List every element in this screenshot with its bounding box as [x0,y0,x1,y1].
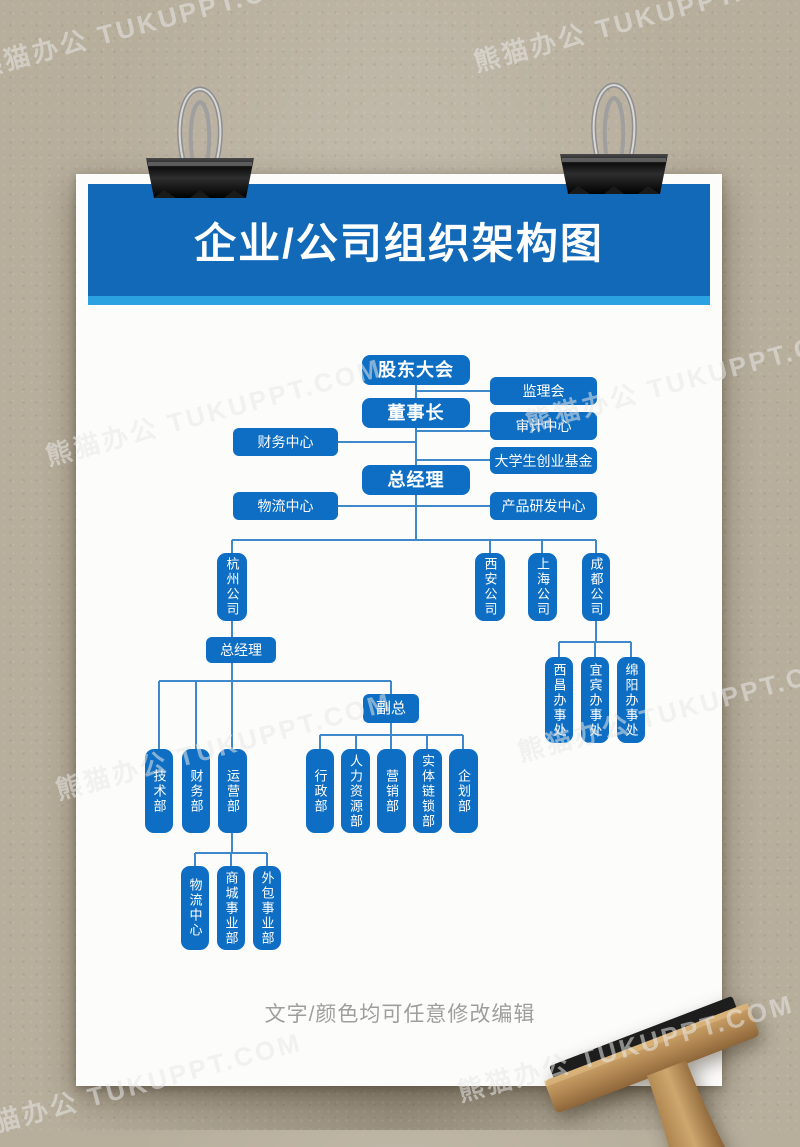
org-node-yibin-office: 宜宾办事处 [581,657,609,743]
org-node-finance-center: 财务中心 [233,428,338,456]
binder-clip-left [138,80,262,202]
org-node-chain-dept: 实体链锁部 [413,749,442,833]
org-node-mianyang-office: 绵阳办事处 [617,657,645,743]
org-node-shanghai-company: 上海公司 [528,553,557,621]
binder-clip-icon [560,82,668,194]
org-node-outsourcing-division: 外包事业部 [253,866,281,950]
org-node-finance-dept: 财务部 [182,749,210,833]
binder-clip-icon [146,86,254,198]
org-node-xian-company: 西安公司 [475,553,505,621]
editable-note-caption: 文字/颜色均可任意修改编辑 [264,1003,536,1026]
org-node-hangzhou-gm: 总经理 [206,637,276,663]
org-node-shareholders: 股东大会 [362,355,470,385]
org-node-chengdu-company: 成都公司 [582,553,610,621]
binder-clip-right [552,76,676,198]
header-accent-stripe [88,296,710,305]
org-node-hr-dept: 人力资源部 [341,749,370,833]
org-node-planning-dept: 企划部 [449,749,478,833]
org-node-logistics-center-2: 物流中心 [181,866,209,950]
org-node-product-rd-center: 产品研发中心 [490,492,597,520]
org-node-deputy-gm: 副总 [363,694,419,723]
org-node-startup-fund: 大学生创业基金 [490,447,597,474]
org-node-xichang-office: 西昌办事处 [545,657,573,743]
org-node-mall-division: 商城事业部 [217,866,245,950]
org-node-logistics-center: 物流中心 [233,492,338,520]
org-node-audit-center: 审计中心 [490,412,597,440]
org-node-admin-dept: 行政部 [306,749,334,833]
poster-title: 企业/公司组织架构图 [194,219,604,267]
wooden-stamp [538,983,800,1147]
org-node-general-manager: 总经理 [362,465,470,495]
org-node-marketing-dept: 营销部 [377,749,406,833]
org-node-operations-dept: 运营部 [218,749,247,833]
wooden-stamp-icon [543,996,759,1147]
org-node-supervisory-board: 监理会 [490,377,597,405]
poster-header-banner: 企业/公司组织架构图 [88,184,710,296]
org-node-hangzhou-company: 杭州公司 [217,553,247,621]
org-node-tech-dept: 技术部 [145,749,173,833]
org-node-chairman: 董事长 [362,398,470,428]
